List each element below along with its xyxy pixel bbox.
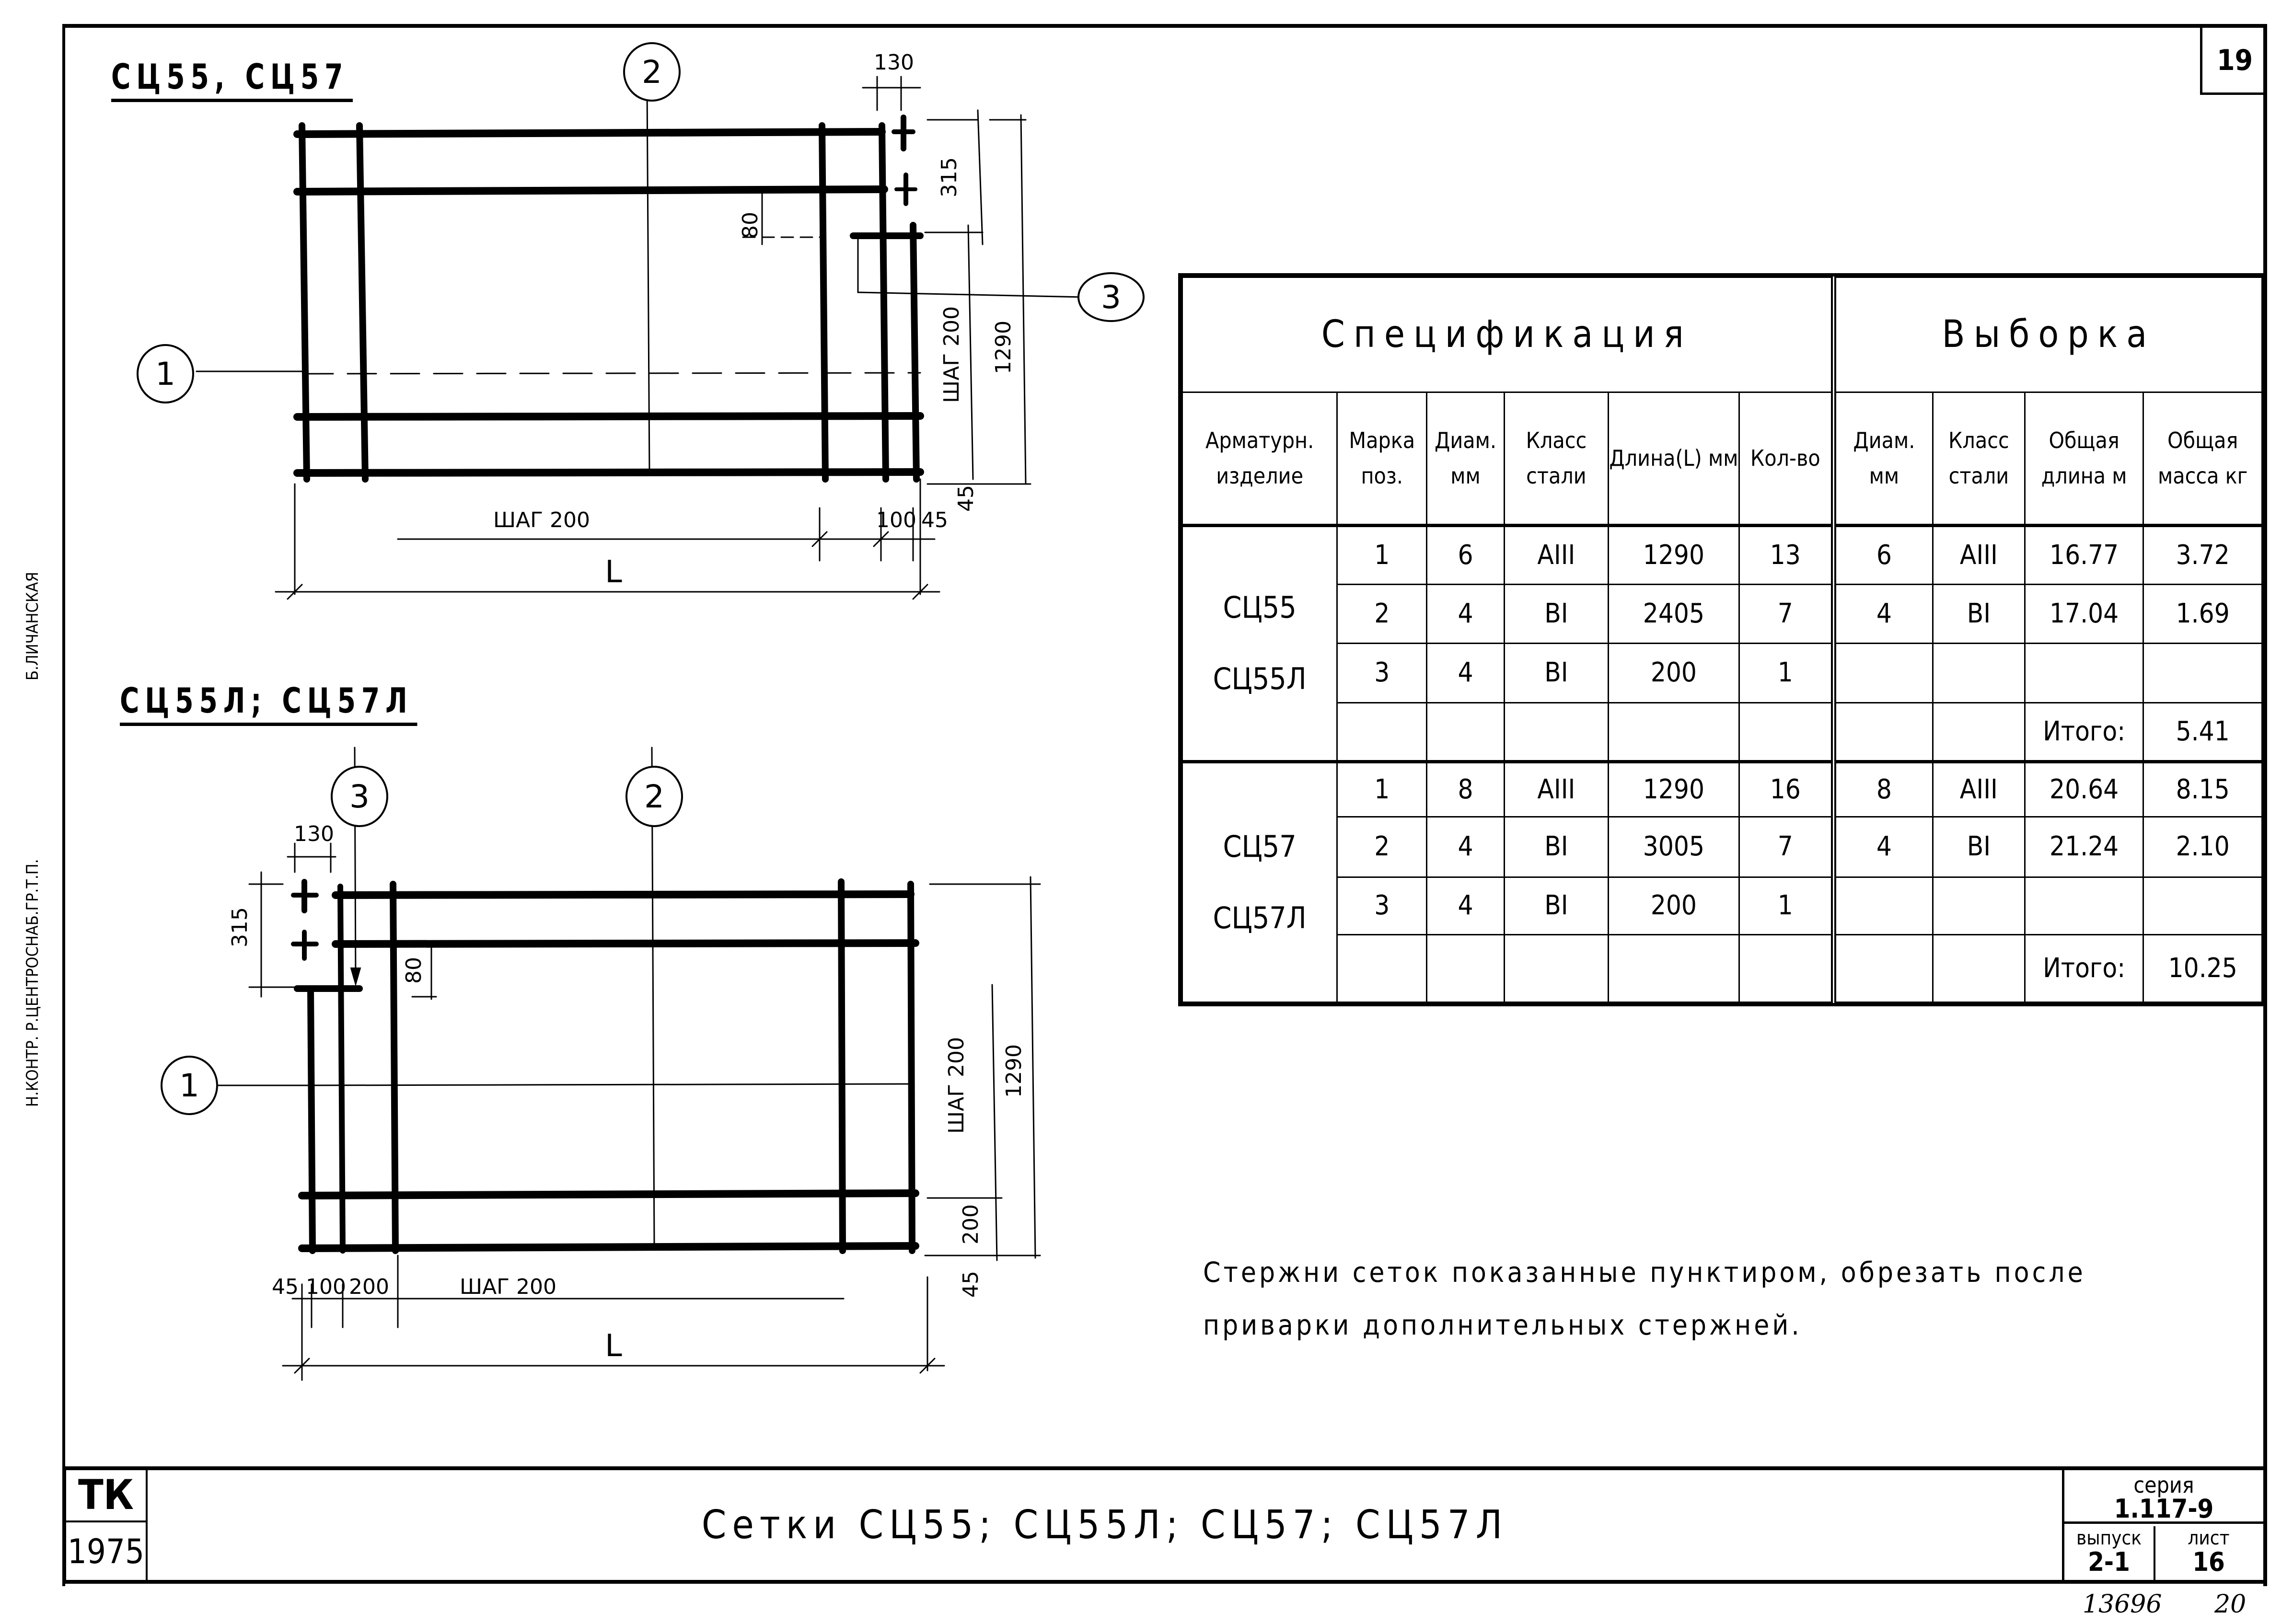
bottom-mesh-drawing: 3 2 1 130 315 80 ШАГ 200 1290 200 45 45 …: [161, 747, 1041, 1381]
svg-text:45: 45: [272, 1275, 299, 1299]
title-block: ТК 1975 Сетки СЦ55; СЦ55Л; СЦ57; СЦ57Л с…: [62, 1466, 2267, 1584]
callout-2: 2: [642, 54, 662, 91]
svg-text:200: 200: [959, 1204, 983, 1244]
svg-text:1290: 1290: [991, 321, 1016, 374]
svg-text:L: L: [605, 554, 622, 590]
svg-text:ШАГ 200: ШАГ 200: [493, 508, 590, 532]
series-box: серия 1.117-9 выпуск 2-1 лист 16: [2062, 1470, 2263, 1580]
spec-title: Спецификация: [1181, 276, 1834, 393]
svg-text:130: 130: [874, 50, 914, 75]
svg-text:L: L: [605, 1328, 622, 1364]
svg-text:ШАГ 200: ШАГ 200: [460, 1275, 556, 1299]
bottom-drawing-title: СЦ55Л; СЦ57Л: [120, 680, 417, 726]
page-number: 19: [2200, 28, 2267, 95]
top-mesh-drawing: 1 2 3 130 80 315 ШАГ 200 1290 ШАГ 200 10…: [137, 42, 1145, 600]
svg-text:80: 80: [402, 957, 426, 984]
svg-text:100: 100: [306, 1275, 346, 1299]
svg-text:1290: 1290: [1002, 1044, 1026, 1098]
svg-text:315: 315: [937, 157, 961, 197]
svg-text:80: 80: [738, 212, 763, 239]
specification-table: Спецификация Выборка Арматурн. изделие М…: [1178, 273, 2266, 1006]
product-cell: СЦ55 СЦ55Л: [1181, 523, 1338, 763]
svg-text:ШАГ 200: ШАГ 200: [944, 1037, 969, 1134]
callout-3-bottom: 3: [349, 778, 370, 815]
total-value: 5.41: [2142, 702, 2263, 763]
org-stamp: ТК 1975: [66, 1470, 148, 1580]
total-row: Итого: 5.41: [1182, 702, 2263, 763]
svg-text:315: 315: [228, 907, 252, 947]
callout-2-bottom: 2: [644, 778, 664, 815]
callout-1-bottom: 1: [179, 1067, 199, 1104]
sheet-title: Сетки СЦ55; СЦ55Л; СЦ57; СЦ57Л: [701, 1502, 1508, 1548]
total-label: Итого:: [2024, 933, 2144, 1003]
svg-text:100: 100: [876, 508, 916, 532]
archive-page: 20: [2214, 1590, 2247, 1619]
svg-text:200: 200: [349, 1275, 389, 1299]
header-row: Арматурн. изделие Марка поз. Диам. мм Кл…: [1181, 392, 2263, 526]
sample-title: Выборка: [1830, 276, 2263, 393]
total-label: Итого:: [2024, 702, 2144, 763]
callout-1: 1: [155, 356, 175, 392]
callout-3: 3: [1101, 279, 1121, 316]
top-drawing-title: СЦ55, СЦ57: [111, 57, 353, 102]
total-value: 10.25: [2142, 933, 2263, 1003]
product-cell: СЦ57 СЦ57Л: [1181, 760, 1338, 1003]
note-text: Стержни сеток показанные пунктиром, обре…: [1203, 1256, 2086, 1341]
svg-text:ШАГ 200: ШАГ 200: [939, 306, 964, 403]
total-row: Итого: 10.25: [1182, 933, 2263, 1003]
svg-text:45: 45: [921, 508, 948, 532]
svg-text:45: 45: [959, 1271, 983, 1298]
svg-text:130: 130: [294, 822, 334, 846]
svg-text:45: 45: [954, 485, 978, 512]
archive-number: 13696: [2083, 1590, 2162, 1619]
